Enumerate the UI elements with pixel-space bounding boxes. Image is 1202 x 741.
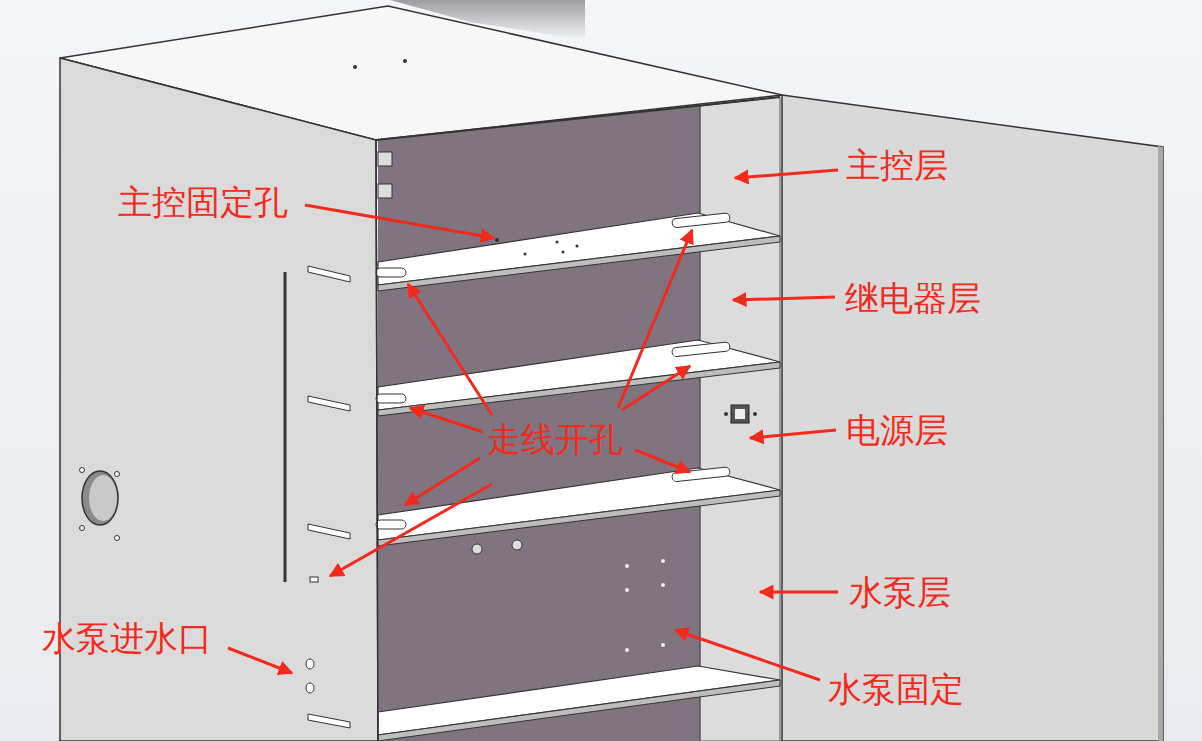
callout-label: 水泵固定: [828, 670, 964, 709]
callout-label: 水泵进水口: [42, 619, 212, 658]
callout-label: 继电器层: [845, 279, 981, 318]
door: [782, 95, 1163, 741]
leader-arrows: [228, 170, 838, 680]
shelves: [376, 213, 780, 741]
front-edge: [376, 140, 378, 741]
callout-label: 走线开孔: [487, 420, 623, 459]
callout-label: 主控层: [846, 146, 948, 185]
callout-label: 主控固定孔: [118, 183, 288, 222]
callout-label: 电源层: [846, 411, 948, 450]
callout-label: 水泵层: [849, 573, 951, 612]
